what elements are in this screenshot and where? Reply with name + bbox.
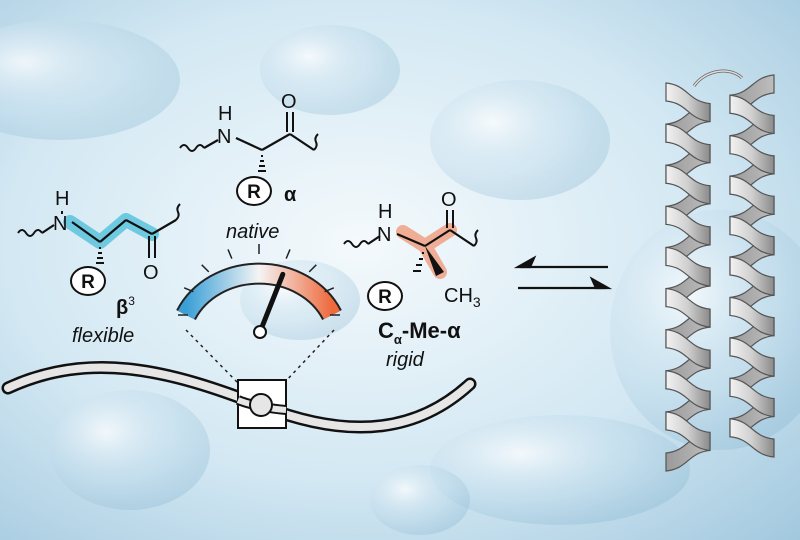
helix-left (665, 82, 711, 472)
alpha-o-atom: O (281, 91, 297, 113)
helix-ribbon-front-segment (665, 329, 711, 369)
equilibrium-arrows (513, 255, 613, 290)
calpha-wavy-bond-left (343, 240, 369, 248)
helix-ribbon-front-segment (665, 82, 711, 123)
calpha-methyl-label: CH3 (444, 285, 481, 310)
gauge-tick (324, 287, 335, 293)
calpha-r-group-circle (367, 281, 403, 311)
beta3-r-group-circle (70, 266, 106, 296)
beta3-hashed-bond (96, 247, 104, 264)
peptide-chain (1, 361, 477, 434)
alpha-h-atom: H (218, 103, 232, 125)
alpha-wavy-bond-right (313, 133, 319, 151)
helix-ribbon-front-segment (665, 370, 711, 410)
alpha-residue: H N O R α native (179, 91, 319, 243)
calpha-n-atom: N (377, 224, 391, 246)
calpha-label: Cα-Me-α (378, 318, 461, 347)
beta3-o-atom: O (143, 262, 159, 284)
helix-ribbon-front-segment (729, 175, 775, 215)
helix-ribbon-front-segment (729, 256, 775, 296)
beta3-h-atom: H (55, 188, 69, 210)
calpha-wedge-bond (425, 246, 444, 276)
gauge-tick (201, 264, 210, 273)
helix-ribbon-front-segment (665, 164, 711, 205)
helix-right (729, 74, 775, 458)
gauge-ticks (178, 244, 340, 316)
beta3-descriptor: flexible (72, 325, 134, 347)
gauge-tick (183, 287, 194, 293)
alpha-n-atom: N (217, 126, 231, 148)
calpha-hashed-bond (413, 252, 424, 272)
helix-ribbon-front-segment (729, 296, 775, 337)
helix-ribbon-front-segment (665, 411, 711, 452)
chain-residue-bead (249, 393, 273, 417)
beta3-residue: H N O R β3 flexible (17, 188, 181, 347)
helix-ribbon-front-segment (729, 377, 775, 418)
helix-ribbon-front-segment (729, 337, 775, 377)
calpha-wavy-bond-right (473, 229, 479, 247)
gauge-arc-fill (177, 264, 341, 320)
zoom-line-left (185, 329, 239, 384)
beta3-r-label: R (81, 272, 95, 293)
alpha-wavy-bond-left (179, 144, 205, 152)
beta3-n-atom: N (53, 213, 67, 235)
gauge-tick (285, 249, 291, 259)
alpha-descriptor: native (226, 221, 279, 243)
helix-ribbon-front-segment (665, 205, 711, 246)
helix-ribbon-front-segment (665, 123, 711, 164)
helix-ribbon-front-segment (729, 94, 775, 135)
alpha-hashed-bond (258, 155, 266, 172)
beta3-wavy-bond-left (17, 229, 43, 237)
calpha-r-label: R (378, 287, 392, 308)
helix-ribbon-front-segment (729, 135, 775, 175)
alpha-label: α (284, 184, 297, 206)
helix-ribbon-front-segment (729, 215, 775, 256)
gauge-needle (257, 271, 286, 335)
gauge-tick (308, 264, 317, 273)
alpha-r-group-circle (236, 176, 272, 206)
helix-ribbon-front-segment (665, 246, 711, 287)
calpha-h-atom: H (378, 201, 392, 223)
gauge-tick (227, 249, 233, 259)
helix-loop-highlight (693, 70, 743, 87)
rigidity-gauge (176, 244, 342, 339)
helix-ribbon-front-segment (665, 287, 711, 328)
gauge-pivot (253, 325, 267, 339)
helix-ribbon-front-segment (729, 418, 775, 458)
coiled-coil-helices (665, 69, 775, 472)
beta3-wavy-bond-right (175, 203, 181, 221)
calpha-o-atom: O (441, 189, 457, 211)
calpha-descriptor: rigid (386, 349, 425, 371)
zoom-line-right (283, 329, 335, 384)
beta3-label: β3 (116, 294, 135, 319)
alpha-r-label: R (247, 182, 261, 203)
calpha-me-alpha-residue: H N O CH3 R Cα-Me-α rigid (343, 189, 481, 371)
